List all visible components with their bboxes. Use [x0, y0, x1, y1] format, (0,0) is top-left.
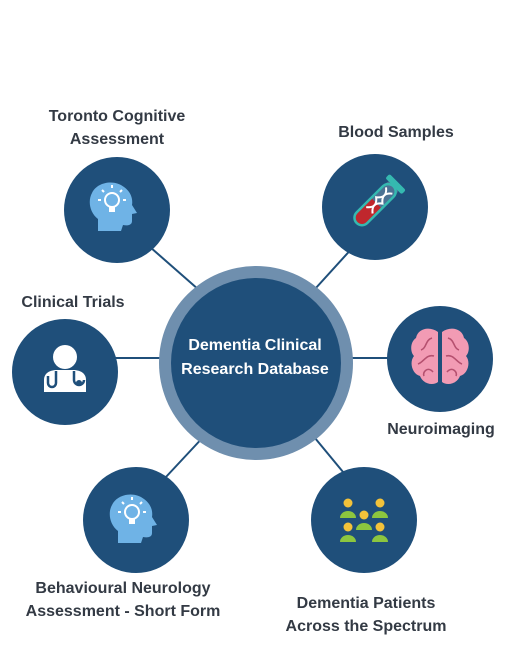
doctor-stethoscope-icon — [44, 345, 86, 392]
label-neuro: Neuroimaging — [381, 418, 501, 441]
label-behavioural-line1: Behavioural Neurology — [35, 580, 211, 597]
node-patients — [311, 467, 417, 573]
label-behavioural: Behavioural Neurology Assessment - Short… — [13, 577, 233, 623]
node-behavioural — [83, 467, 189, 573]
label-behavioural-line2: Assessment - Short Form — [25, 603, 221, 620]
label-toronto: Toronto Cognitive Assessment — [17, 105, 217, 151]
label-patients-line2: Across the Spectrum — [285, 618, 447, 635]
node-clinical — [12, 319, 118, 425]
test-tube-icon — [353, 174, 405, 227]
label-clinical: Clinical Trials — [8, 291, 138, 314]
people-group-icon — [340, 498, 388, 542]
center-title-line2: Research Database — [181, 361, 329, 378]
label-patients: Dementia Patients Across the Spectrum — [271, 592, 461, 638]
lightbulb-head-icon — [89, 182, 137, 231]
label-blood: Blood Samples — [316, 121, 476, 144]
label-clinical-line1: Clinical Trials — [21, 294, 125, 311]
node-blood — [322, 154, 428, 260]
lightbulb-head-icon — [109, 494, 157, 543]
label-toronto-line2: Assessment — [69, 131, 165, 148]
label-neuro-line1: Neuroimaging — [387, 421, 495, 438]
label-patients-line1: Dementia Patients — [296, 595, 436, 612]
node-toronto — [64, 157, 170, 263]
connector-patients — [309, 431, 349, 479]
label-blood-line1: Blood Samples — [338, 124, 454, 141]
brain-icon — [411, 328, 469, 384]
center-title-line1: Dementia Clinical — [188, 337, 322, 354]
label-toronto-line1: Toronto Cognitive — [48, 108, 186, 125]
center-title: Dementia Clinical Research Database — [160, 334, 350, 382]
center-node — [171, 278, 341, 448]
node-neuro — [387, 306, 493, 412]
